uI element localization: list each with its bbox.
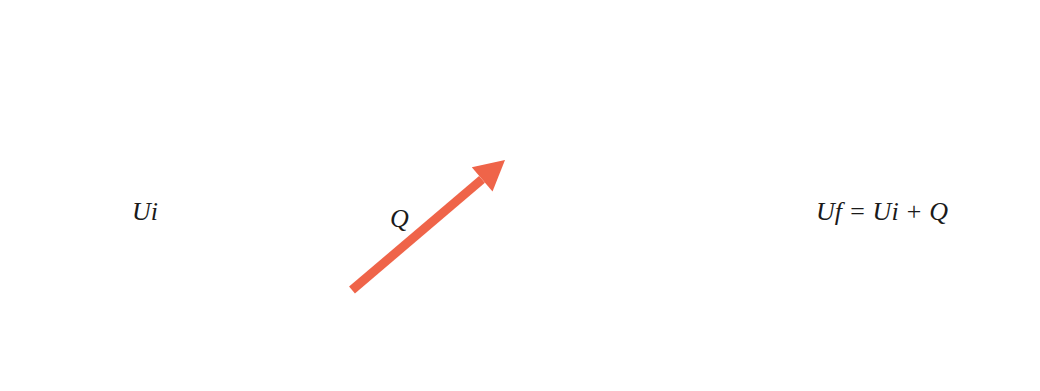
cylinder-rim xyxy=(384,18,646,64)
cylinder-base xyxy=(24,331,266,371)
cylinder-base xyxy=(394,331,636,371)
energy-label: Uf = Ui + Q xyxy=(816,199,948,225)
glass-container: Uf = Ui + Q xyxy=(745,0,1019,388)
energy-label: Q xyxy=(390,206,409,232)
cylinder-body xyxy=(10,35,280,383)
cylinder-body xyxy=(747,35,1017,383)
cylinder-base xyxy=(761,331,1003,371)
cylinder-rim xyxy=(751,18,1013,64)
energy-label: Ui xyxy=(132,199,158,225)
cylinder-body xyxy=(380,35,650,383)
cylinder-rim xyxy=(14,18,276,64)
glass-container: Q xyxy=(378,0,652,388)
cylinder-lid xyxy=(380,8,650,62)
glass-cylinder xyxy=(378,0,652,388)
arrow-shaft xyxy=(352,179,482,290)
cylinder-lid xyxy=(747,8,1017,62)
glass-cylinder xyxy=(8,0,282,388)
heat-arrow xyxy=(352,160,505,290)
cylinder-lid xyxy=(10,8,280,62)
glass-container: Ui xyxy=(8,0,282,388)
glass-cylinder xyxy=(745,0,1019,388)
arrow-head xyxy=(472,160,505,192)
